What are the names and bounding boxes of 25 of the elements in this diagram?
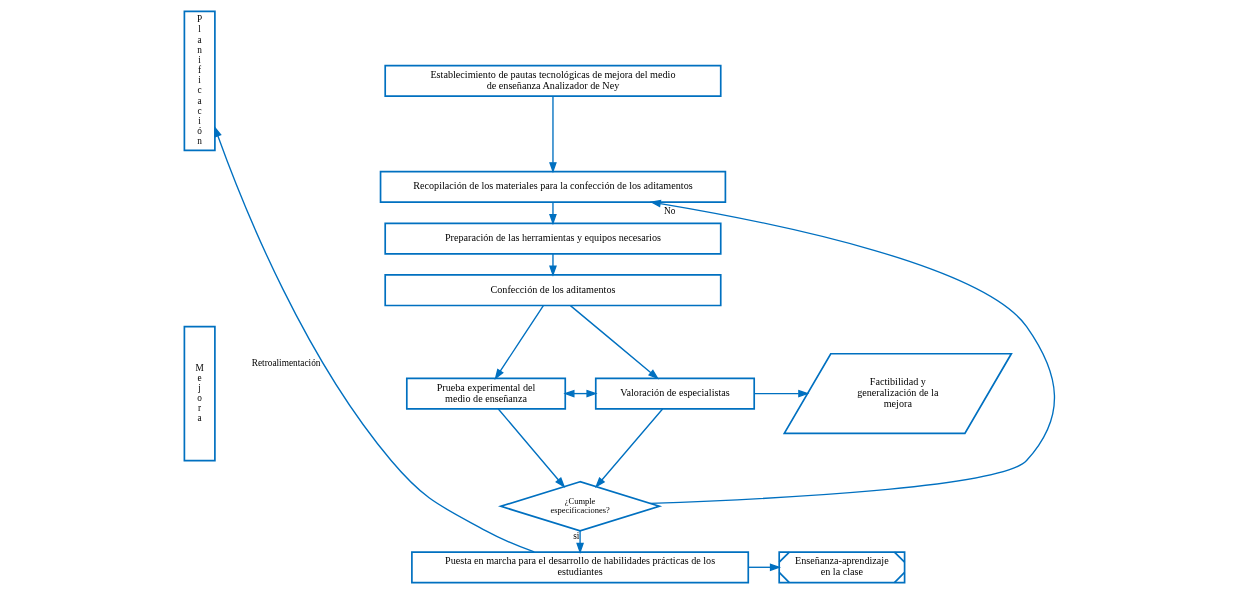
arrow: [569, 304, 659, 380]
arrow: [753, 389, 809, 398]
arrow: [548, 95, 557, 174]
edge-label: si: [572, 530, 579, 541]
arrow: [649, 199, 1055, 505]
node-box: Preparación de las herramientas y equipos necesarios: [383, 222, 722, 255]
arrow: [213, 125, 535, 553]
node-box: Prueba experimental del medio de enseñanza: [405, 377, 566, 410]
node-box: Planificación: [183, 10, 216, 152]
arrow: [594, 408, 663, 489]
arrow: [747, 563, 781, 572]
arrow: [548, 253, 557, 277]
arrow: [575, 530, 584, 554]
node-box: Recopilación de los materiales para la confección de los aditamentos: [379, 170, 726, 203]
node-box: Mejora: [183, 325, 216, 462]
node-box: Valoración de especialistas: [594, 377, 755, 410]
node-diamond: ¿Cumple especificaciones?: [497, 480, 662, 532]
node-box: Puesta en marcha para el desarrollo de habilidades prácticas de los estudiantes: [410, 551, 749, 584]
node-box: Confección de los aditamentos: [383, 274, 722, 307]
arrow: [493, 304, 544, 380]
node-box: Establecimiento de pautas tecnológicas de mejora del medio de enseñanza Analizador de Ney: [383, 64, 722, 98]
arrow: [548, 201, 557, 226]
arrow: [497, 408, 565, 489]
edge-label: No: [663, 205, 675, 216]
edge-label: Retroalimentación: [251, 358, 321, 369]
